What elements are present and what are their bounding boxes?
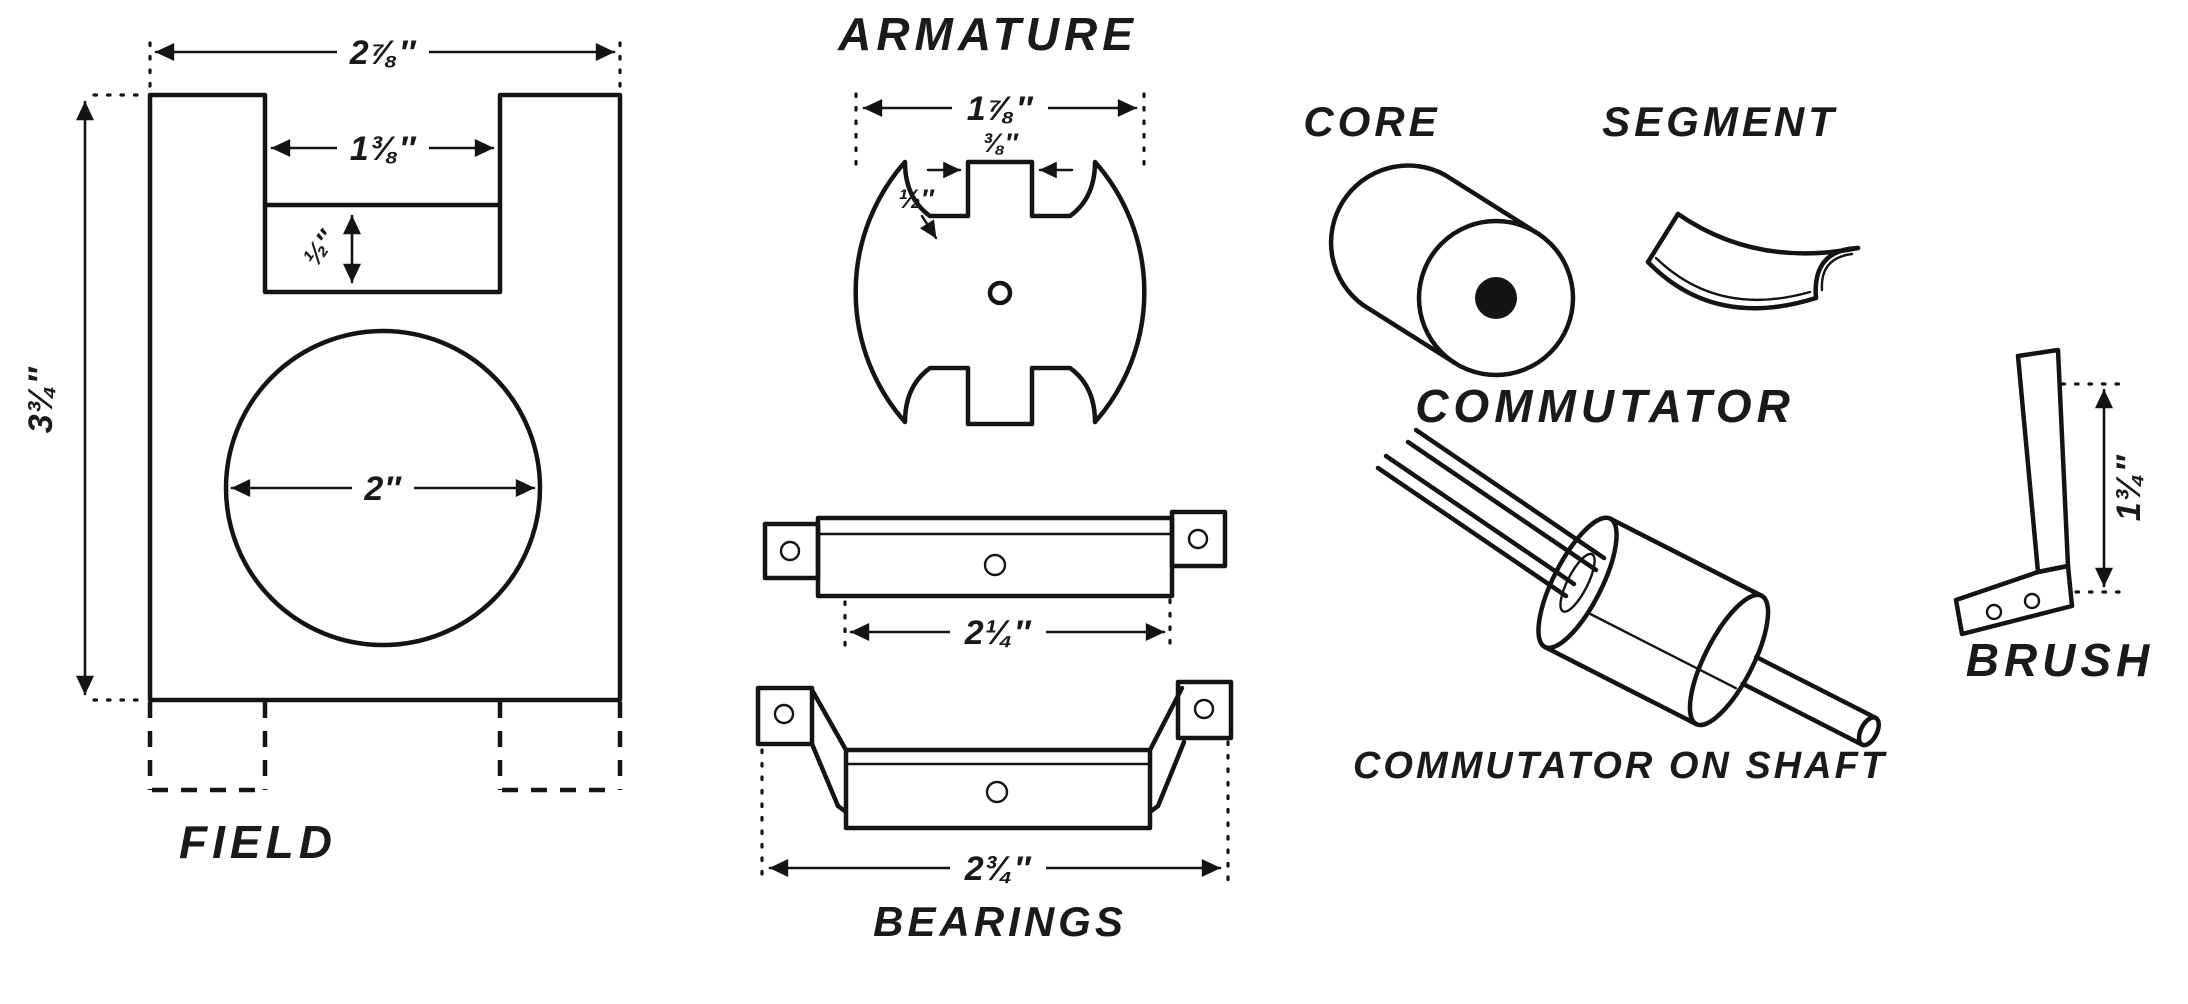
commutator-on-shaft-label: COMMUTATOR ON SHAFT [1353,745,1887,787]
core-body-lines [1360,172,1540,366]
bearing-lower-dimension: 2¾″ [760,740,1230,889]
bearing-lower-bar [835,747,1161,831]
commutator-cylinder [1536,515,1882,748]
core-center-hole [1475,277,1517,319]
bearing-upper-left-ear [762,521,821,581]
commutator-on-shaft-drawing: COMMUTATOR ON SHAFT [1353,427,1887,787]
bearing-lower-holes [773,698,1215,804]
armature-shaft-hole [987,280,1013,306]
bearings-label: BEARINGS [873,898,1127,945]
svg-text:1⅜″: 1⅜″ [350,130,417,168]
svg-text:⅜″: ⅜″ [982,128,1019,158]
armature-tab-dimension: ⅜″ [926,128,1074,179]
bearing-lower-strap [809,685,1187,809]
field-drawing: 2⅞″ 1⅜″ ½″ 3¾″ 2″ FIELD [22,30,623,868]
bearing-lower-left-ear [755,685,815,747]
bearing-lower: 2¾″ [755,679,1234,889]
brush-foot-holes [1985,592,2041,621]
segment-label: SEGMENT [1602,98,1838,145]
segment-shell [1645,211,1861,311]
bearing-upper: 2¼″ [762,509,1228,653]
core-label: CORE [1303,98,1440,145]
brush-label: BRUSH [1966,634,2155,686]
field-bore-circle [223,328,543,648]
bearing-lower-right-ear [1175,679,1234,741]
field-gap-dimension: ½″ [297,214,362,284]
lead-wires [1375,427,1607,599]
shaft [1740,654,1882,748]
brush-foot [1953,563,2075,637]
field-notch-dimension: 1⅜″ [270,127,495,169]
svg-text:2¼″: 2¼″ [964,614,1032,652]
svg-text:2″: 2″ [363,470,402,508]
field-bore-dimension: 2″ [230,467,536,509]
core-cylinder [1328,163,1576,378]
armature-label: ARMATURE [837,8,1138,60]
svg-text:½″: ½″ [898,184,935,214]
armature-slot-dimension: ½″ [898,184,938,240]
svg-text:1⅞″: 1⅞″ [967,90,1034,128]
bearing-upper-dimension: 2¼″ [843,598,1172,653]
field-slot-lines [262,202,503,295]
svg-text:2⅞″: 2⅞″ [349,34,417,72]
armature-width-dimension: 1⅞″ [854,87,1146,166]
bearings-drawing: 2¼″ 2¾″ BEARINGS [755,509,1234,945]
svg-text:1¾″: 1¾″ [2110,454,2148,521]
brush-length-dimension: 1¾″ [2060,382,2148,594]
field-height-dimension: 3¾″ [22,93,146,702]
field-feet-dashed [147,702,623,793]
brush-blade [2015,347,2071,575]
bearing-upper-bar [815,515,1175,599]
svg-text:½″: ½″ [297,224,343,271]
armature-outline [853,159,1147,427]
field-outline [147,92,623,703]
commutator-parts-drawing: CORE SEGMENT COMMUTATOR [1303,98,1861,432]
core-face-circle [1416,218,1576,378]
brush-drawing: 1¾″ BRUSH [1953,347,2155,686]
core-back-arc [1328,163,1448,308]
field-width-dimension: 2⅞″ [148,30,622,88]
bearing-upper-right-ear [1169,509,1228,569]
svg-text:3¾″: 3¾″ [22,366,60,433]
field-label: FIELD [179,816,337,868]
svg-text:2¾″: 2¾″ [964,850,1032,888]
bearing-upper-holes [779,528,1209,577]
commutator-label: COMMUTATOR [1415,380,1795,432]
armature-drawing: ARMATURE 1⅞″ ⅜″ ½″ [837,8,1147,427]
